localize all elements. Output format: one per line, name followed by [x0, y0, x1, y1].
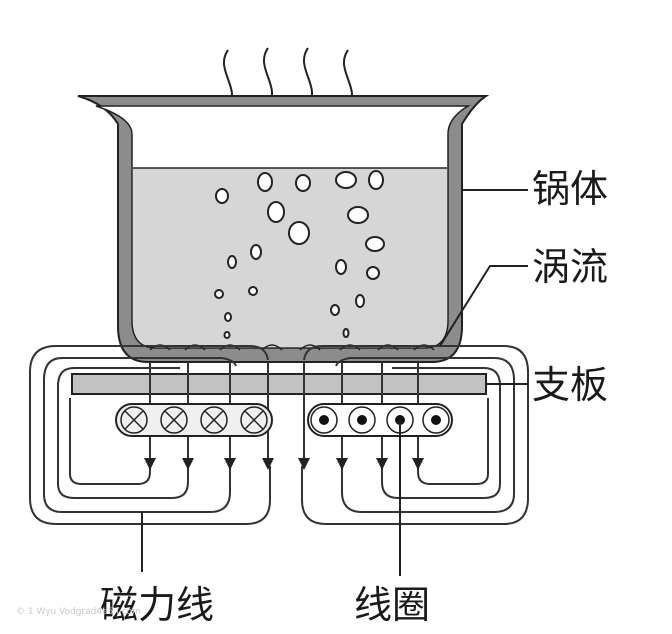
pot: [77, 95, 490, 363]
leader-lines: [141, 189, 528, 576]
arrowhead: [336, 458, 348, 470]
arrowhead: [376, 458, 388, 470]
bubbles: [214, 170, 385, 339]
arrowhead: [412, 458, 424, 470]
label-support-plate: 支板: [532, 363, 608, 407]
arrowhead: [224, 458, 236, 470]
arrowhead: [144, 458, 156, 470]
coil-cross-section-right: [307, 403, 453, 437]
arrowhead: [262, 458, 274, 470]
support-plate: [71, 373, 487, 395]
label-pot-body: 锅体: [532, 167, 608, 211]
liquid: [133, 168, 447, 347]
coil-cross-section-left: [115, 403, 273, 437]
watermark: © 1 Wyu Vodgrad4e5 i com: [16, 607, 141, 617]
label-magnetic-lines: 磁力线: [100, 583, 214, 627]
arrowhead: [182, 458, 194, 470]
label-eddy-current: 涡流: [532, 245, 608, 289]
label-coil: 线圈: [354, 583, 430, 627]
leader-eddy-current: [439, 265, 528, 347]
field-arrowheads: [144, 458, 424, 470]
arrowhead: [298, 458, 310, 470]
